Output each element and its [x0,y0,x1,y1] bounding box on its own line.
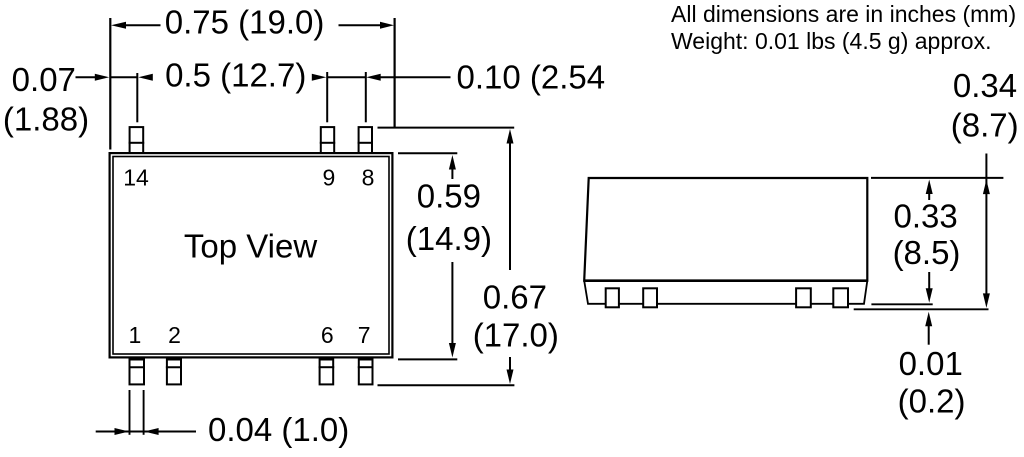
svg-text:0.07: 0.07 [12,61,76,98]
svg-text:(17.0): (17.0) [473,316,559,353]
svg-text:0.04 (1.0): 0.04 (1.0) [208,411,349,448]
svg-text:(8.5): (8.5) [893,234,961,271]
svg-text:0.33: 0.33 [893,198,957,235]
svg-text:0.34: 0.34 [953,67,1017,104]
svg-text:(8.7): (8.7) [951,107,1019,144]
svg-text:2: 2 [168,322,181,348]
svg-text:(0.2): (0.2) [898,383,966,420]
svg-text:(1.88): (1.88) [3,101,89,138]
svg-text:8: 8 [362,164,375,190]
svg-text:9: 9 [323,164,336,190]
svg-text:0.59: 0.59 [417,178,481,215]
svg-text:0.10 (2.54: 0.10 (2.54 [456,59,605,96]
svg-text:0.75 (19.0): 0.75 (19.0) [165,4,325,41]
svg-text:14: 14 [123,164,149,190]
svg-text:6: 6 [321,322,334,348]
svg-text:0.67: 0.67 [483,278,547,315]
svg-text:1: 1 [129,322,142,348]
svg-text:All dimensions are in inches (: All dimensions are in inches (mm) [671,1,1016,27]
svg-text:0.5 (12.7): 0.5 (12.7) [165,57,306,94]
svg-text:(14.9): (14.9) [406,220,492,257]
svg-text:0.01: 0.01 [899,345,963,382]
svg-text:7: 7 [358,322,371,348]
svg-text:Top View: Top View [184,228,317,265]
svg-text:Weight: 0.01 lbs (4.5 g) appro: Weight: 0.01 lbs (4.5 g) approx. [671,28,991,54]
